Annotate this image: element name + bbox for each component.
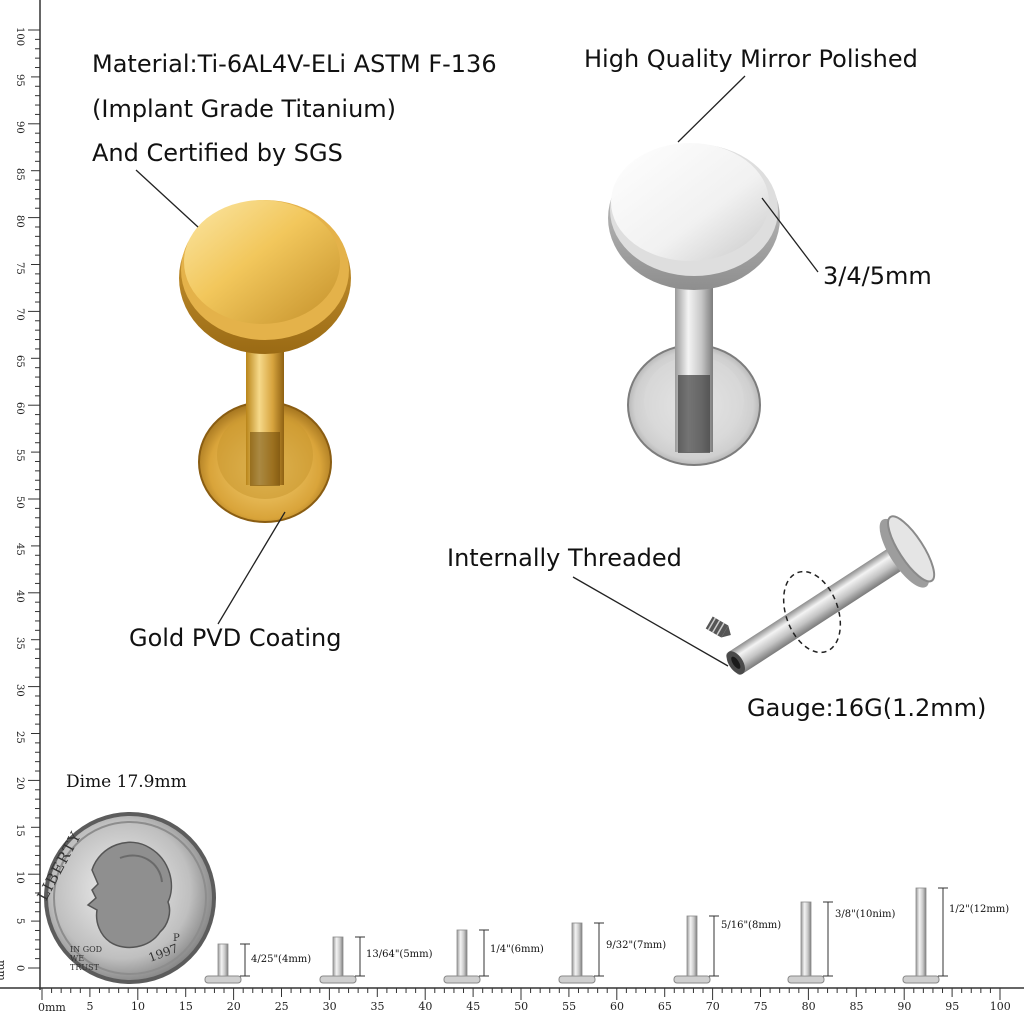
gauge-text: Gauge:16G(1.2mm) — [747, 694, 987, 722]
length-pin — [319, 936, 365, 984]
ruler-bottom-label: 25 — [274, 1000, 289, 1013]
length-label-7mm: 9/32"(7mm) — [606, 940, 667, 951]
dime-coin — [44, 812, 216, 984]
ruler-left-label: 60 — [14, 402, 25, 415]
gold-coating-text: Gold PVD Coating — [129, 624, 342, 652]
length-label-8mm: 5/16"(8mm) — [721, 920, 782, 931]
length-label-10mm: 3/8"(10nim) — [835, 909, 896, 920]
length-label-12mm: 1/2"(12mm) — [949, 904, 1010, 915]
ruler-bottom-label: 85 — [849, 1000, 864, 1013]
ruler-left-label: 5 — [14, 918, 25, 925]
length-pin — [787, 901, 833, 984]
dime-mint-mark: P — [173, 933, 180, 944]
dime-motto: IN GOD WE TRUST — [70, 945, 103, 972]
ruler-left-label: 75 — [14, 261, 25, 275]
certification-text: And Certified by SGS — [92, 139, 343, 167]
ruler-bottom-label: 70 — [705, 1000, 720, 1013]
ruler-bottom-label: 55 — [562, 1000, 577, 1013]
ruler-bottom-label: 80 — [801, 1000, 816, 1013]
length-pin — [558, 922, 604, 984]
ruler-left-label: 65 — [14, 355, 25, 369]
ruler-bottom-label: 5 — [86, 1000, 94, 1013]
gold-labret — [179, 200, 351, 523]
ruler-bottom — [0, 987, 1024, 1000]
ruler-left-label: 85 — [14, 167, 25, 181]
material-text: Material:Ti-6AL4V-ELi ASTM F-136 — [92, 50, 497, 78]
length-scale — [204, 887, 948, 984]
ruler-bottom-label: 65 — [657, 1000, 672, 1013]
threaded-labret — [705, 515, 936, 675]
ruler-left-label: 20 — [14, 777, 25, 791]
ruler-bottom-label: 15 — [178, 1000, 193, 1013]
ruler-bottom-label: 100 — [989, 1000, 1011, 1013]
length-label-4mm: 4/25"(4mm) — [251, 954, 312, 965]
mirror-polished-text: High Quality Mirror Polished — [584, 45, 918, 73]
length-pin — [902, 887, 948, 984]
length-pin — [204, 943, 250, 984]
ruler-bottom-label: 50 — [514, 1000, 529, 1013]
ruler-left — [28, 0, 41, 990]
ruler-bottom-label: 40 — [418, 1000, 433, 1013]
length-label-5mm: 13/64"(5mm) — [366, 949, 433, 960]
ruler-left-label: 70 — [14, 308, 25, 322]
ruler-bottom-unit: 0mm — [38, 1001, 66, 1014]
ruler-bottom-label: 60 — [610, 1000, 624, 1013]
ruler-left-label: 25 — [14, 730, 25, 744]
ruler-left-label: 50 — [14, 496, 25, 509]
ruler-left-label: 100 — [14, 27, 25, 47]
ruler-left-label: 95 — [14, 73, 25, 87]
length-pin — [673, 915, 719, 984]
dime-liberty-inscription: LIBERTY — [33, 828, 112, 903]
dime-size-label: Dime 17.9mm — [66, 772, 187, 792]
ruler-bottom-label: 95 — [945, 1000, 960, 1013]
ruler-bottom-label: 10 — [131, 1000, 145, 1013]
ruler-left-label: 40 — [14, 589, 25, 603]
ruler-bottom-label: 20 — [226, 1000, 241, 1013]
leader-lines — [135, 75, 819, 667]
ruler-bottom-label: 45 — [466, 1000, 481, 1013]
silver-labret — [608, 143, 780, 466]
length-pin — [443, 929, 489, 984]
ruler-left-label: 55 — [14, 449, 25, 462]
thread-screw — [705, 616, 731, 638]
ruler-bottom-label: 90 — [897, 1000, 912, 1013]
disc-size-text: 3/4/5mm — [823, 262, 932, 290]
ruler-left-label: 35 — [14, 636, 25, 650]
ruler-bottom-label: 30 — [322, 1000, 337, 1013]
ruler-left-label: 80 — [14, 214, 25, 228]
ruler-left-label: 15 — [14, 824, 25, 838]
ruler-left-unit: mm — [0, 960, 8, 981]
internally-threaded-text: Internally Threaded — [447, 544, 682, 572]
ruler-left-label: 45 — [14, 542, 25, 556]
ruler-bottom-label: 75 — [753, 1000, 768, 1013]
length-label-6mm: 1/4"(6mm) — [490, 944, 544, 955]
ruler-left-label: 0 — [14, 965, 25, 972]
ruler-left-label: 90 — [14, 120, 25, 134]
ruler-left-label: 10 — [14, 871, 25, 884]
ruler-left-label: 30 — [14, 683, 25, 697]
ruler-bottom-label: 35 — [370, 1000, 385, 1013]
implant-grade-text: (Implant Grade Titanium) — [92, 95, 397, 123]
